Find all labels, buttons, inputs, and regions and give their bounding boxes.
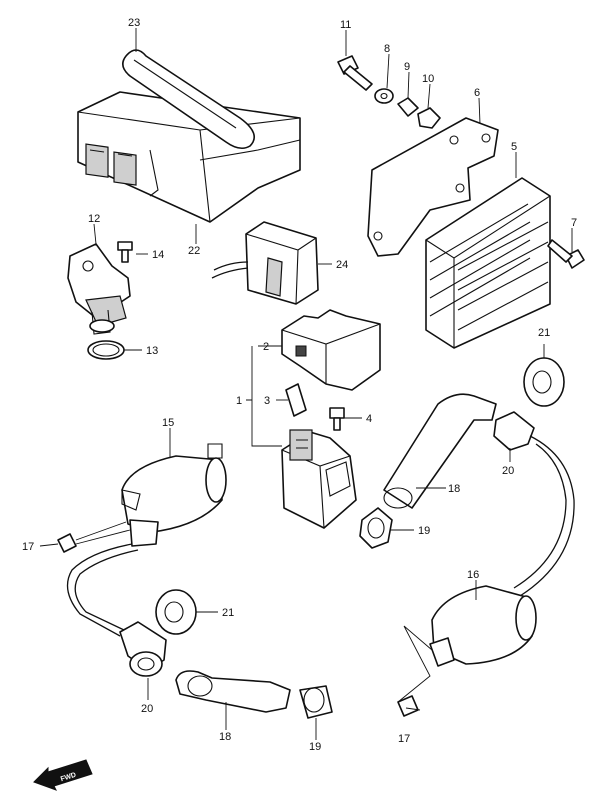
fuse-3 (285, 383, 307, 417)
callout-12: 12 (88, 213, 100, 225)
ignition-coil-16 (429, 585, 537, 667)
callout-15: 15 (162, 417, 174, 429)
plug-cap-left (66, 543, 167, 671)
callout-9: 9 (404, 61, 410, 73)
sensor-12 (67, 243, 131, 335)
callout-labels: 1 2 3 4 5 6 7 8 9 10 11 12 13 14 15 16 1… (22, 17, 577, 753)
callout-16: 16 (467, 569, 479, 581)
fwd-label: FWD (60, 772, 77, 784)
callout-22: 22 (188, 245, 200, 257)
callout-18-left: 18 (219, 731, 231, 743)
relay-24 (211, 221, 319, 305)
collar-9 (397, 97, 419, 117)
o-ring-13 (87, 340, 125, 360)
callout-8: 8 (384, 43, 390, 55)
ecu-strap (122, 49, 256, 150)
callout-10: 10 (422, 73, 434, 85)
callout-21-right: 21 (538, 327, 550, 339)
callout-18-right: 18 (448, 483, 460, 495)
bracket-6 (367, 117, 499, 257)
nut-10 (417, 107, 441, 129)
callout-23: 23 (128, 17, 140, 29)
bolt-4 (329, 407, 345, 431)
cap-20-right (493, 411, 575, 597)
callout-4: 4 (366, 413, 372, 425)
boot-19-right (359, 507, 393, 549)
screw-7 (547, 239, 585, 269)
bolt-11 (337, 55, 373, 91)
ignition-coil-15 (121, 443, 227, 547)
callout-21-left: 21 (222, 607, 234, 619)
callout-2: 2 (263, 341, 269, 353)
callout-11: 11 (340, 19, 351, 31)
callout-24: 24 (336, 259, 348, 271)
callout-7: 7 (571, 217, 577, 229)
callout-19-right: 19 (418, 525, 430, 537)
cover-18-left (175, 670, 291, 713)
starter-relay-base (281, 429, 357, 529)
forward-arrow-icon (33, 759, 93, 791)
washer-8 (374, 88, 394, 104)
callout-3: 3 (264, 395, 270, 407)
boot-19-left (299, 685, 333, 719)
callout-20-left: 20 (141, 703, 153, 715)
callout-20-right: 20 (502, 465, 514, 477)
callout-17-left: 17 (22, 541, 34, 553)
regulator-5 (425, 177, 551, 349)
callout-1: 1 (236, 395, 242, 407)
cover-18-right (383, 393, 497, 509)
callout-13: 13 (146, 345, 158, 357)
relay-cover-2 (281, 309, 381, 391)
grommet-21-right (523, 357, 565, 407)
callout-6: 6 (474, 87, 480, 99)
grommet-21-left (155, 589, 197, 635)
callout-5: 5 (511, 141, 517, 153)
screw-14 (117, 241, 133, 263)
leader-lines (39, 28, 573, 740)
cap-20-left (129, 651, 163, 677)
callout-14: 14 (152, 249, 164, 261)
callout-19-left: 19 (309, 741, 321, 753)
callout-17-right: 17 (398, 733, 410, 745)
bolt-17-left (57, 533, 77, 553)
fwd-marker: FWD (33, 759, 93, 791)
